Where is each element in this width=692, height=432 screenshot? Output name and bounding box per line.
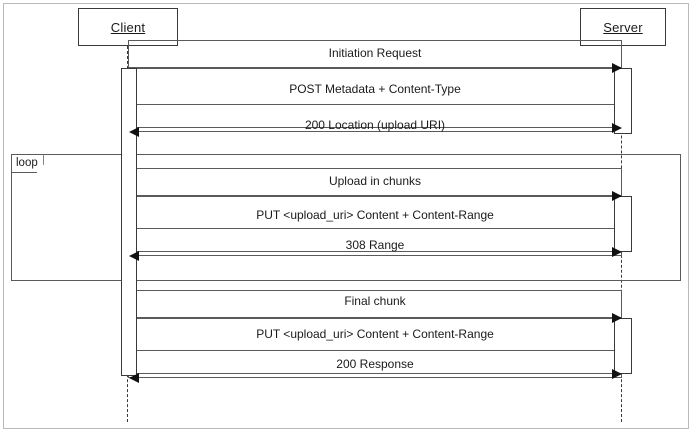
message-arrowhead-right-m1 (612, 63, 622, 73)
message-label-m8: PUT <upload_uri> Content + Content-Range (256, 327, 494, 341)
message-arrowhead-right-m2 (612, 123, 622, 133)
message-label-m4: Upload in chunks (328, 174, 422, 188)
message-band-m1 (128, 40, 622, 68)
activation-bar-server-4 (614, 318, 632, 374)
message-arrowhead-right-m8 (612, 369, 622, 379)
message-arrowhead-left-m6 (129, 251, 139, 261)
message-arrowhead-right-m5 (612, 247, 622, 257)
message-label-m3: 200 Location (upload URI) (304, 118, 446, 132)
message-label-m6: 308 Range (345, 238, 405, 252)
activation-bar-server-3 (614, 196, 632, 252)
fragment-operator-tab: loop (11, 154, 44, 173)
message-arrowhead-right-m7 (612, 313, 622, 323)
message-label-m2: POST Metadata + Content-Type (289, 82, 461, 96)
participant-label-server: Server (603, 19, 643, 35)
fragment-operator-label: loop (16, 156, 38, 169)
message-arrowhead-right-m4 (612, 191, 622, 201)
message-label-m7: Final chunk (344, 294, 406, 308)
fragment-loop: loop (11, 154, 681, 281)
participant-label-client: Client (110, 19, 146, 35)
message-label-m5: PUT <upload_uri> Content + Content-Range (256, 208, 494, 222)
message-label-m9: 200 Response (336, 357, 414, 371)
message-label-m1: Initiation Request (328, 46, 422, 60)
participant-client[interactable]: Client (78, 8, 178, 46)
message-arrowhead-left-m3 (129, 127, 139, 137)
participant-server[interactable]: Server (580, 8, 666, 46)
message-arrowhead-left-m9 (129, 373, 139, 383)
activation-bar-server-2 (614, 68, 632, 134)
activation-bar-client-1 (121, 68, 137, 376)
